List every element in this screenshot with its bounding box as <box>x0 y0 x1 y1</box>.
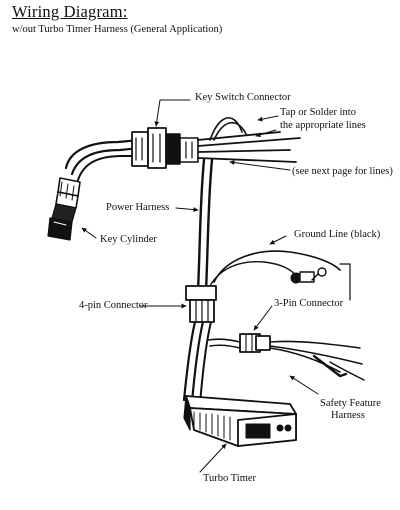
page-title: Wiring Diagram: <box>12 2 128 21</box>
label-safety-feature-1: Safety Feature <box>320 398 381 409</box>
ground-terminal-icon <box>290 267 327 284</box>
callout-leaders <box>81 99 319 473</box>
turbo-timer-icon <box>183 395 297 447</box>
label-see-next-page: (see next page for lines) <box>292 166 393 177</box>
power-harness-trunk <box>182 158 214 405</box>
label-tap-or-solder-1: Tap or Solder into <box>280 107 356 118</box>
safety-feature-harness <box>207 338 365 381</box>
key-switch-connector-icon <box>131 127 199 169</box>
four-pin-connector-icon <box>185 285 217 323</box>
key-cylinder-group <box>47 138 142 241</box>
label-four-pin-connector: 4-pin Connector <box>79 300 148 311</box>
label-three-pin-connector: 3-Pin Connector <box>274 298 344 309</box>
label-tap-or-solder-2: the appropriate lines <box>280 120 366 131</box>
label-key-switch-connector: Key Switch Connector <box>195 92 291 103</box>
page-subtitle: w/out Turbo Timer Harness (General Appli… <box>12 24 223 35</box>
label-safety-feature-2: Harness <box>331 410 365 421</box>
key-cylinder-icon <box>47 177 81 241</box>
label-turbo-timer: Turbo Timer <box>203 473 257 484</box>
label-key-cylinder: Key Cylinder <box>100 234 157 245</box>
ground-line <box>209 250 351 301</box>
three-pin-connector-icon <box>239 333 271 353</box>
label-ground-line: Ground Line (black) <box>294 229 381 240</box>
label-power-harness: Power Harness <box>106 202 170 213</box>
